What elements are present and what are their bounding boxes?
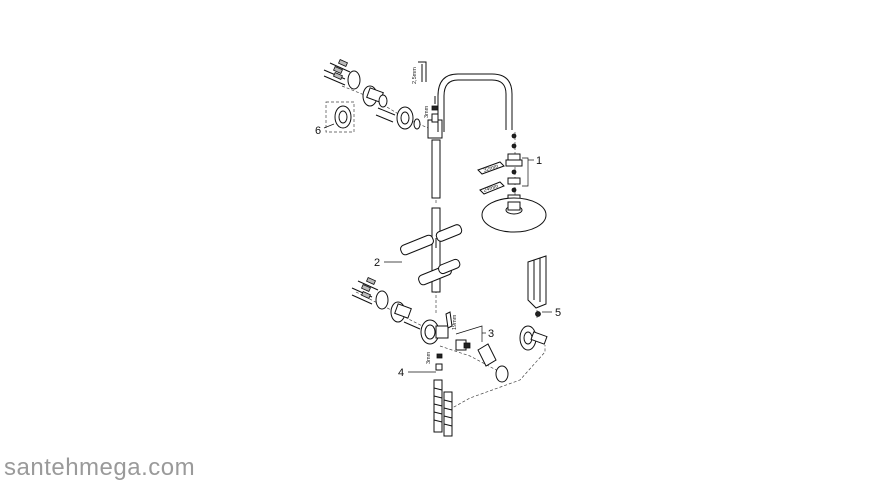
head-shower: [481, 197, 547, 233]
riser-and-shower-arm: [418, 61, 513, 293]
wall-plug: [347, 70, 361, 90]
connection-hose-left: [433, 379, 443, 433]
riser-tee: [427, 119, 443, 139]
dim-valve-19: 19mm: [452, 314, 458, 330]
hand-shower-group: [519, 255, 548, 351]
hand-shower: [527, 255, 547, 309]
slide-support-left: [400, 234, 434, 256]
diverter-cap: [495, 365, 509, 383]
callout-6: 6: [315, 125, 321, 137]
wrench-32mm: [477, 161, 505, 175]
wrench-19mm: [445, 311, 453, 329]
o-ring: [413, 118, 421, 130]
riser-pipe-upper: [431, 139, 441, 199]
dim-tee: 3mm: [424, 105, 430, 118]
top-stop-piece: [418, 61, 427, 82]
diverter-lever: [477, 343, 497, 367]
callout-1: 1: [536, 155, 542, 167]
upper-wall-bracket-group: [323, 59, 421, 133]
shower-arm: [437, 73, 513, 132]
connection-hose-right: [443, 391, 453, 437]
wrench-24mm: [479, 181, 505, 195]
hand-shower-washer: [535, 311, 541, 317]
callout-2: 2: [374, 257, 380, 269]
part-6-frame: [325, 101, 355, 133]
slide-support-right: [435, 224, 463, 242]
callout-4: 4: [398, 367, 404, 379]
upper-screws: [323, 59, 351, 86]
dimension-labels: 2,5mm 3mm 32mm 24mm 19mm 3mm: [412, 67, 500, 364]
callout-5: 5: [555, 307, 561, 319]
dim-nut-24: 24mm: [483, 183, 500, 194]
watermark-text: santehmega.com: [4, 454, 196, 481]
head-shower-group: [477, 133, 547, 233]
dim-nut-32: 32mm: [483, 163, 500, 174]
callout-3: 3: [488, 328, 494, 340]
dim-hose-3: 3mm: [426, 351, 432, 364]
dim-top: 2,5mm: [412, 67, 418, 84]
slide-support-group: [400, 224, 463, 286]
callouts: 1 2 3 4 5 6: [315, 123, 561, 379]
lower-mixer-group: [351, 277, 509, 437]
